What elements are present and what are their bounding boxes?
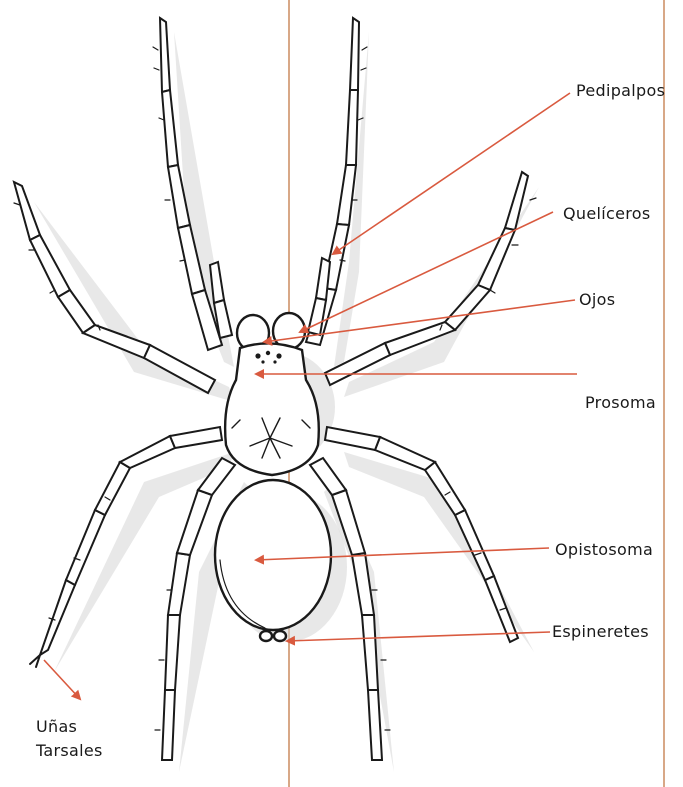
arrow-pedipalpos — [333, 93, 570, 254]
label-tarsales: Tarsales — [35, 741, 103, 760]
label-pedipalpos: Pedipalpos — [576, 81, 665, 100]
opistosoma-shape — [215, 480, 331, 630]
arrow-unas-tarsales — [44, 660, 80, 699]
tarsal-claw — [30, 655, 40, 667]
label-opistosoma: Opistosoma — [555, 540, 653, 559]
label-unas: Uñas — [36, 717, 77, 736]
label-ojos: Ojos — [579, 290, 615, 309]
label-espineretes: Espineretes — [552, 622, 649, 641]
label-prosoma: Prosoma — [585, 393, 656, 412]
label-queliceros: Quelíceros — [563, 204, 650, 223]
prosoma-shape — [225, 343, 319, 475]
